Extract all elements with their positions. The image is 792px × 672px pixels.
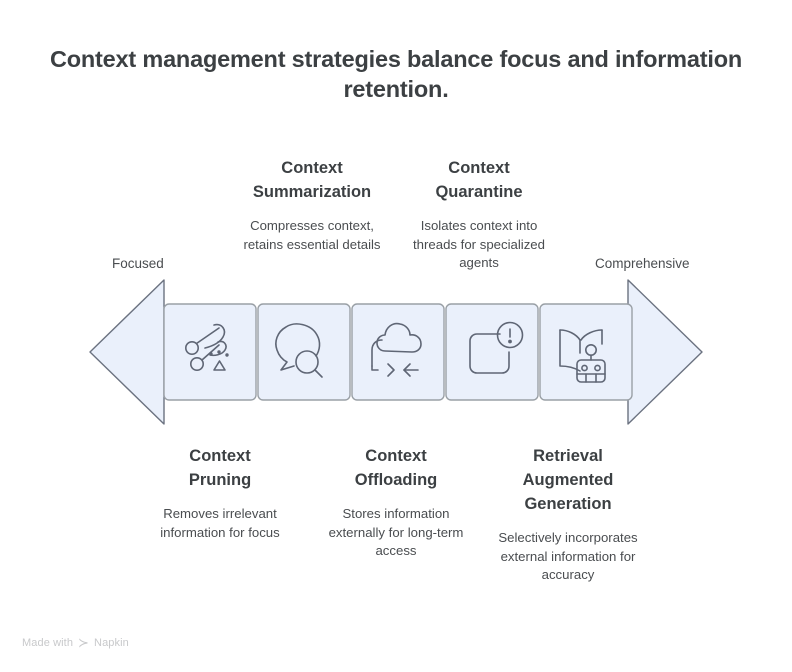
scale-label-comprehensive: Comprehensive — [595, 256, 690, 271]
arrowhead-left — [89, 279, 165, 425]
callout-description: Removes irrelevant information for focus — [160, 505, 280, 540]
page-title: Context management strategies balance fo… — [49, 46, 743, 103]
callout-description: Selectively incorporates external inform… — [498, 529, 638, 583]
watermark-brand: Napkin — [94, 636, 129, 649]
spectrum-cell-retrieval-augmented-generation[interactable] — [539, 303, 633, 401]
callout-title: Context Quarantine — [435, 159, 523, 201]
scissors-icon — [185, 323, 229, 372]
book-robot-icon — [559, 329, 606, 383]
callout-title: Retrieval Augmented Generation — [522, 447, 614, 513]
spectrum-cell-context-quarantine[interactable] — [445, 303, 539, 401]
cloud-transfer-icon — [371, 322, 422, 377]
callout-context-quarantine: Context Quarantine Isolates context into… — [408, 157, 550, 273]
callout-context-offloading: Context Offloading Stores information ex… — [325, 445, 467, 561]
napkin-logo-icon: ≻ — [78, 635, 90, 650]
spectrum-cell-context-offloading[interactable] — [351, 303, 445, 401]
scale-label-focused: Focused — [112, 256, 164, 271]
alert-container-icon — [469, 321, 524, 374]
callout-description: Stores information externally for long-t… — [328, 505, 464, 559]
callout-title: Context Summarization — [252, 159, 372, 201]
spectrum-cell-context-summarization[interactable] — [257, 303, 351, 401]
double-arrow-band — [89, 279, 703, 425]
callout-retrieval-augmented-generation: Retrieval Augmented Generation Selective… — [497, 445, 639, 585]
callout-title: Context Pruning — [188, 447, 252, 489]
watermark-prefix: Made with — [22, 636, 74, 649]
napkin-watermark[interactable]: Made with ≻ Napkin — [22, 636, 129, 649]
arrowhead-right — [627, 279, 703, 425]
speech-bubble-search-icon — [275, 323, 323, 378]
callout-title: Context Offloading — [354, 447, 438, 489]
cell-background — [445, 303, 539, 401]
spectrum-cell-context-pruning[interactable] — [163, 303, 257, 401]
callout-context-pruning: Context Pruning Removes irrelevant infor… — [150, 445, 290, 542]
callout-context-summarization: Context Summarization Compresses context… — [242, 157, 382, 254]
callout-description: Isolates context into threads for specia… — [413, 217, 545, 271]
callout-description: Compresses context, retains essential de… — [243, 217, 381, 252]
